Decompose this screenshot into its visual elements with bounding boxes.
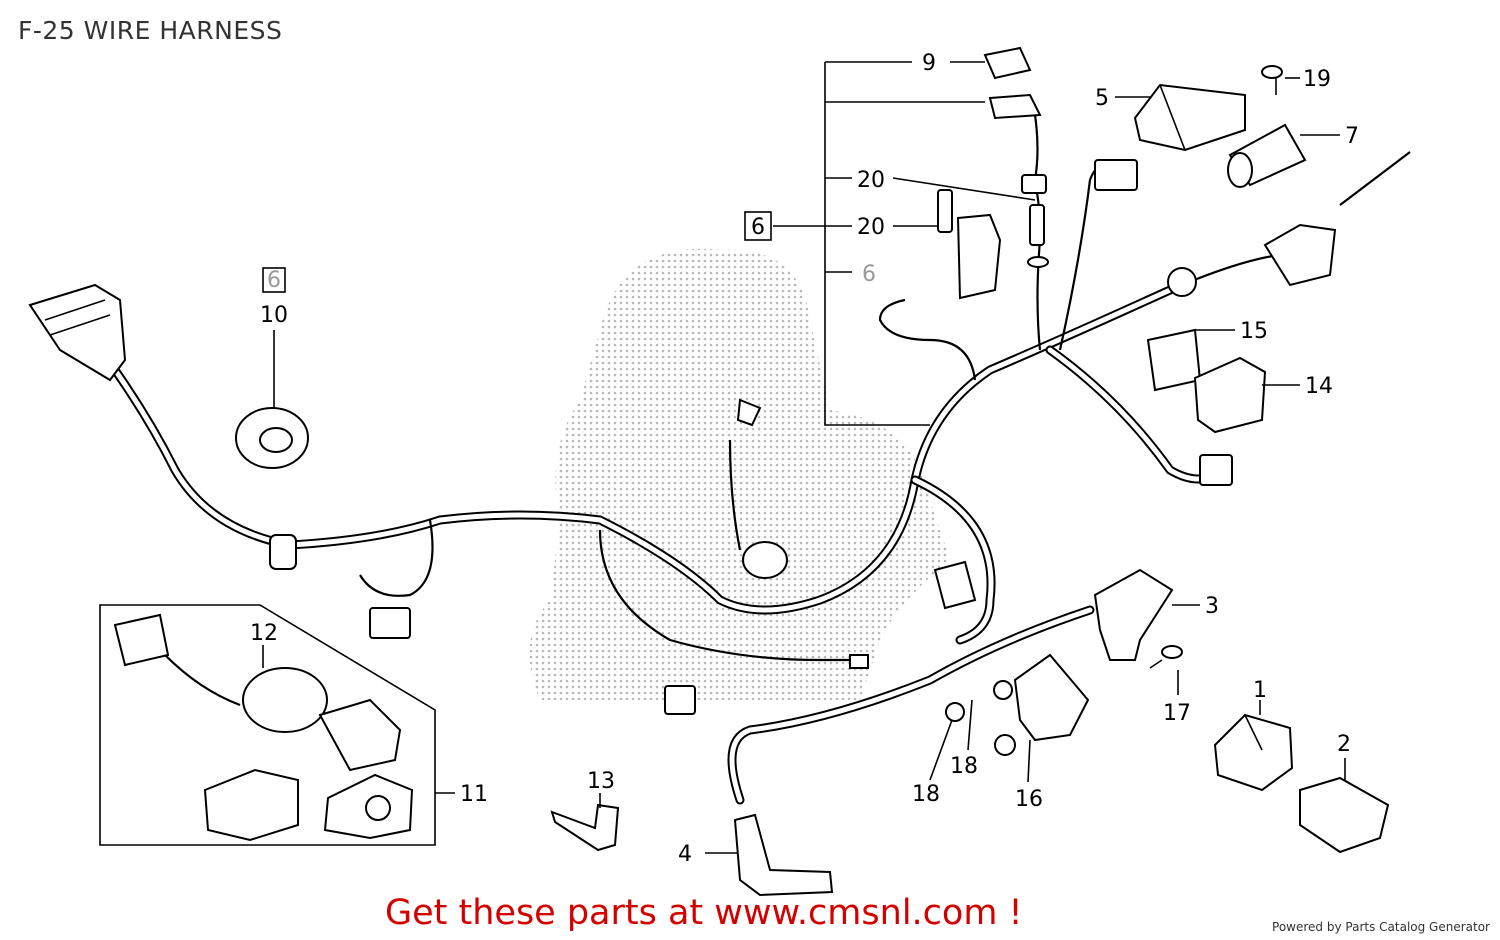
callout-2: 2 <box>1337 732 1351 757</box>
callout-10: 10 <box>260 303 288 328</box>
part-19-bolt <box>1261 65 1283 95</box>
center-components <box>369 398 977 715</box>
callout-18b: 18 <box>950 754 978 779</box>
part-14-unit <box>1193 356 1267 486</box>
part-13-key <box>550 803 620 852</box>
callout-12: 12 <box>250 621 278 646</box>
callout-18a: 18 <box>912 782 940 807</box>
powered-by-text: Powered by Parts Catalog Generator <box>1272 920 1490 934</box>
callout-7: 7 <box>1345 124 1359 149</box>
callout-labels: 9 20 6 20 6 6 10 5 19 7 15 14 3 12 1 17 … <box>250 51 1359 867</box>
part-3-ignition-coil <box>727 568 1174 805</box>
callout-20b: 20 <box>857 215 885 240</box>
callout-11: 11 <box>460 782 488 807</box>
part-15-relay <box>1146 328 1202 392</box>
left-connector-bundle <box>28 283 297 570</box>
callout-4: 4 <box>678 842 692 867</box>
callout-20a: 20 <box>857 168 885 193</box>
watermark-logo <box>529 249 950 700</box>
part-18-nuts <box>945 680 1013 722</box>
part-7-cap <box>1227 123 1307 188</box>
callout-6c: 6 <box>862 262 876 287</box>
page-title: F-25 WIRE HARNESS <box>18 16 283 45</box>
callout-16: 16 <box>1015 787 1043 812</box>
part-8-leads <box>937 93 1049 300</box>
part-4-plug-cap <box>733 813 834 897</box>
callout-5: 5 <box>1095 86 1109 111</box>
shop-link-banner[interactable]: Get these parts at www.cmsnl.com ! <box>385 893 1023 933</box>
part-11-switch-assembly <box>99 604 436 846</box>
part-17-bolt <box>1149 645 1183 669</box>
leader-lines <box>262 61 1346 854</box>
callout-3: 3 <box>1205 594 1219 619</box>
callout-6-box <box>744 211 772 241</box>
part-1-connector <box>1213 713 1294 792</box>
callout-14: 14 <box>1305 374 1333 399</box>
callout-17: 17 <box>1163 701 1191 726</box>
part-9-connector <box>983 46 1032 80</box>
part-2-cover <box>1299 776 1390 854</box>
callout-13: 13 <box>587 769 615 794</box>
part-16-bracket <box>994 653 1090 756</box>
callout-1: 1 <box>1253 678 1267 703</box>
callout-6: 6 <box>751 215 765 240</box>
callout-19: 19 <box>1303 67 1331 92</box>
callout-9: 9 <box>922 51 936 76</box>
right-connector-bundle <box>1167 151 1411 297</box>
part-5-regulator <box>1094 83 1246 191</box>
part-10-grommet <box>235 267 309 469</box>
main-wire-harness <box>110 158 1281 662</box>
callout-6b: 6 <box>267 268 281 293</box>
callout-15: 15 <box>1240 319 1268 344</box>
